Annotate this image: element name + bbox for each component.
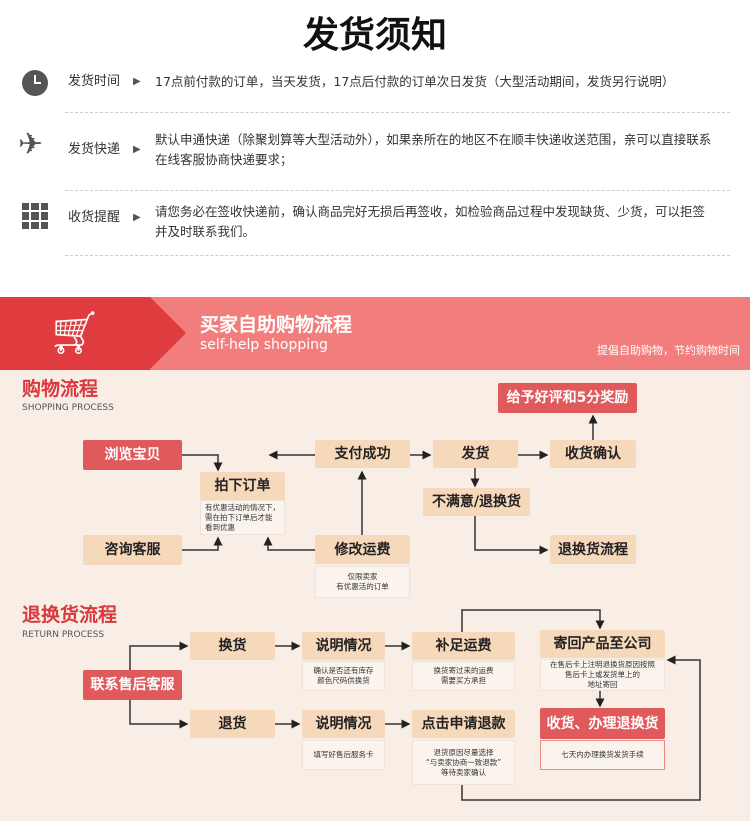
banner-chevron (150, 297, 186, 369)
divider (65, 190, 730, 191)
contact-step: 联系售后客服 (83, 670, 182, 700)
review-step: 给予好评和5分奖励 (498, 383, 637, 413)
grid-icon (22, 203, 48, 229)
notice-label: 收货提醒 (68, 210, 121, 225)
receive-note: 七天内办理换货发货手续 (540, 740, 665, 770)
notice-text: 17点前付款的订单，当天发货，17点后付款的订单次日发货（大型活动期间，发货另行… (155, 74, 675, 89)
banner-red (0, 297, 150, 370)
refund-step: 退货 (190, 710, 275, 738)
divider (65, 255, 730, 256)
cart-icon: 🛒︎ (48, 308, 102, 357)
apply-refund-step: 点击申请退款 (412, 710, 515, 738)
explain-step: 说明情况 (302, 632, 385, 660)
order-note: 有优惠活动的情况下， 需在拍下订单后才能 看到优惠 (200, 500, 285, 535)
exchange-step: 换货 (190, 632, 275, 660)
banner-slogan: 提倡自助购物，节约购物时间 (597, 344, 740, 357)
explain-step: 说明情况 (302, 710, 385, 738)
explain-note: 确认是否还有库存 颜色尺码供换货 (302, 661, 385, 691)
receive-step: 收货、办理退换货 (540, 708, 665, 739)
airplane-icon: ✈ (18, 127, 44, 162)
shopping-title-en: SHOPPING PROCESS (22, 403, 114, 413)
explain-note: 填写好售后服务卡 (302, 740, 385, 770)
pay-shipping-step: 补足运费 (412, 632, 515, 660)
send-back-note: 在售后卡上注明退换货原因按照 售后卡上或发货单上的 地址寄回 (540, 659, 665, 691)
notice-label: 发货时间 (68, 74, 121, 89)
clock-icon (22, 70, 48, 96)
return-title: 退换货流程 (22, 604, 118, 626)
return-flow-step: 退换货流程 (550, 535, 636, 564)
pay-shipping-note: 换货寄过来的运费 需要买方承担 (412, 661, 515, 691)
ship-step: 发货 (433, 440, 518, 468)
unsatisfied-step: 不满意/退换货 (423, 488, 530, 516)
divider (65, 112, 730, 113)
pay-step: 支付成功 (315, 440, 410, 468)
modify-note: 仅限卖家 有优惠活的订单 (315, 566, 410, 598)
browse-step: 浏览宝贝 (83, 440, 182, 470)
return-title-en: RETURN PROCESS (22, 630, 105, 640)
page-title: 发货须知 (302, 15, 447, 56)
arrow-icon: ▶ (133, 144, 141, 155)
banner-subtitle: self-help shopping (200, 337, 328, 353)
notice-text: 默认申通快递（除聚划算等大型活动外），如果亲所在的地区不在顺丰快递收送范围，亲可… (155, 132, 712, 167)
banner-title: 买家自助购物流程 (200, 314, 353, 336)
send-back-step: 寄回产品至公司 (540, 630, 665, 658)
arrow-icon: ▶ (133, 212, 141, 223)
apply-refund-note: 退货原因尽量选择 “与卖家协商一致退款” 等待卖家确认 (412, 740, 515, 785)
arrow-icon: ▶ (133, 76, 141, 87)
order-step: 拍下订单 (200, 472, 285, 500)
shopping-title: 购物流程 (22, 378, 99, 400)
consult-step: 咨询客服 (83, 535, 182, 565)
confirm-step: 收货确认 (550, 440, 636, 468)
modify-step: 修改运费 (315, 535, 410, 564)
notice-text: 请您务必在签收快递前，确认商品完好无损后再签收，如检验商品过程中发现缺货、少货，… (155, 204, 706, 239)
notice-label: 发货快递 (68, 142, 121, 157)
